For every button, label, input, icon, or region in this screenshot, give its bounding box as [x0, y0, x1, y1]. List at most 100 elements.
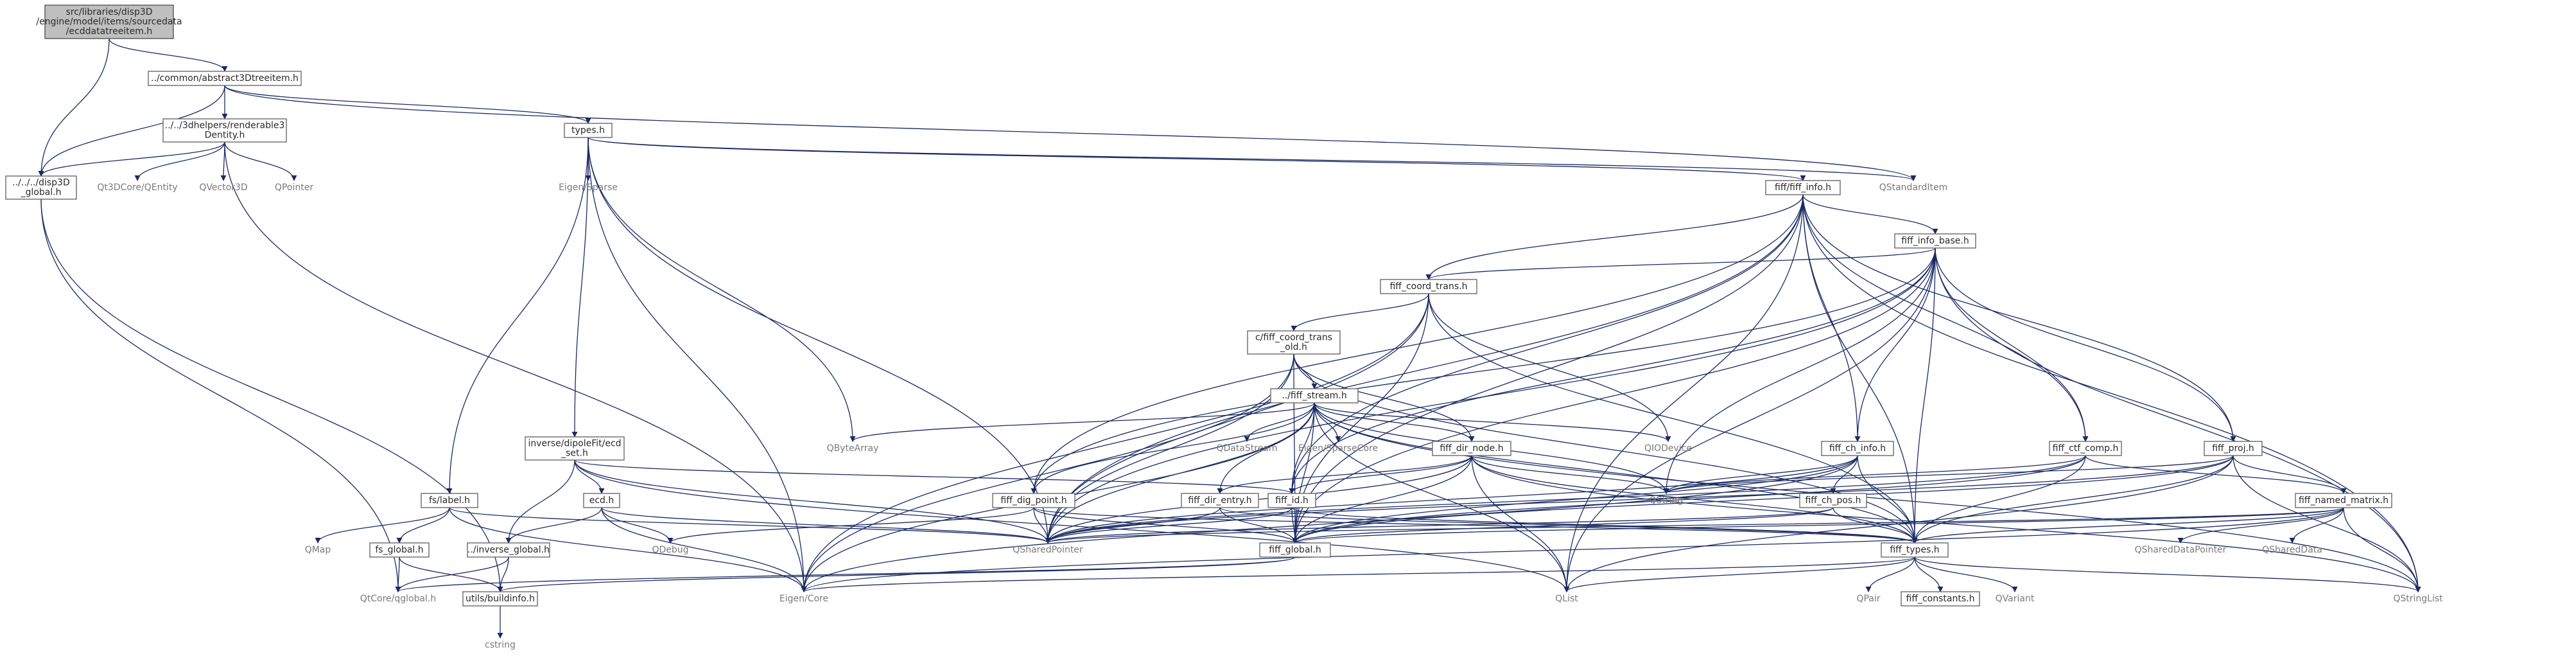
node-label: utils/buildinfo.h	[466, 594, 535, 604]
dependency-edge	[449, 507, 807, 592]
dependency-edge	[1244, 402, 1315, 442]
graph-node-qpair: QPair	[1856, 594, 1880, 604]
graph-node-proj[interactable]: fiff_proj.h	[2204, 441, 2263, 456]
dependency-edge	[396, 507, 450, 544]
graph-node-direntry[interactable]: fiff_dir_entry.h	[1181, 493, 1259, 508]
dependency-edge	[1428, 293, 1918, 544]
node-label: Eigen/SparseCore	[1298, 443, 1378, 454]
graph-node-ctf[interactable]: fiff_ctf_comp.h	[2049, 441, 2122, 456]
dependency-edge	[1663, 455, 2234, 494]
node-box	[992, 493, 1075, 508]
dependency-edge	[40, 199, 503, 592]
dependency-edge	[849, 402, 1315, 442]
dependency-edge	[574, 459, 1051, 544]
graph-node-types[interactable]: types.h	[564, 123, 613, 138]
node-label: Eigen/Sparse	[559, 182, 618, 193]
node-box	[162, 118, 287, 143]
dependency-edge	[1292, 507, 2344, 544]
node-box	[1799, 493, 1867, 508]
dependency-edge	[1292, 353, 1298, 544]
graph-node-coord[interactable]: fiff_coord_trans.h	[1380, 279, 1477, 294]
graph-node-fiffid[interactable]: fiff_id.h	[1267, 493, 1316, 508]
node-label: QPair	[1856, 594, 1880, 604]
graph-node-ecd[interactable]: ecd.h	[583, 493, 620, 508]
graph-node-abs[interactable]: ../common/abstract3Dtreeitem.h	[148, 71, 302, 86]
graph-node-build[interactable]: utils/buildinfo.h	[462, 591, 538, 607]
graph-node-root[interactable]: src/libraries/disp3D/engine/model/items/…	[36, 4, 182, 39]
node-label: QtCore/qglobal.h	[360, 594, 437, 604]
dependency-edge	[446, 137, 589, 494]
node-box	[1894, 233, 1976, 249]
dependency-edge	[224, 141, 297, 181]
node-label: fiff_global.h	[1269, 545, 1321, 555]
dependency-edge	[1914, 556, 2421, 592]
dependency-edge	[1045, 455, 2234, 544]
node-label: fs_global.h	[375, 545, 423, 555]
dependency-edge	[1219, 507, 1298, 544]
graph-node-invglobal[interactable]: ../inverse_global.h	[467, 542, 550, 558]
graph-node-fsglobal[interactable]: fs_global.h	[369, 542, 430, 558]
graph-node-fslabel[interactable]: fs/label.h	[421, 493, 478, 508]
dependency-edge	[1045, 455, 2086, 544]
graph-node-dirnode[interactable]: fiff_dir_node.h	[1432, 441, 1511, 456]
dependency-edge	[1292, 247, 1936, 544]
node-label: fiff_coord_trans.h	[1389, 281, 1467, 292]
node-box	[467, 542, 550, 558]
node-label: fiff_constants.h	[1906, 594, 1975, 604]
graph-node-named[interactable]: fiff_named_matrix.h	[2295, 493, 2392, 508]
dependency-edge	[1832, 507, 1918, 544]
dependency-edge	[1935, 247, 2421, 592]
graph-node-cold[interactable]: c/fiff_coord_trans_old.h	[1247, 330, 1341, 355]
dependency-edge	[587, 137, 1806, 181]
node-label: src/libraries/disp3D	[65, 7, 152, 17]
dependency-edge	[2177, 507, 2344, 544]
dependency-edge	[801, 556, 1915, 592]
graph-node-dglobal[interactable]: ../../../disp3D_global.h	[5, 175, 77, 200]
graph-node-fglobal[interactable]: fiff_global.h	[1259, 542, 1331, 558]
dependency-edge	[1914, 556, 1944, 592]
graph-node-stream[interactable]: ../fiff_stream.h	[1270, 388, 1359, 403]
dependency-edge	[1291, 293, 1429, 332]
node-label: QSharedPointer	[1013, 545, 1083, 555]
node-label: QDataStream	[1216, 443, 1277, 454]
graph-node-chinfo[interactable]: fiff_ch_info.h	[1821, 441, 1894, 456]
graph-node-chpos[interactable]: fiff_ch_pos.h	[1799, 493, 1867, 508]
dependency-edge	[1292, 402, 1315, 544]
dependency-edge	[395, 556, 401, 592]
dependency-edge	[224, 141, 807, 592]
dependency-edge	[1045, 507, 1221, 544]
graph-node-fconst[interactable]: fiff_constants.h	[1901, 591, 1980, 607]
node-box	[1765, 180, 1841, 195]
graph-node-info[interactable]: fiff/fiff_info.h	[1765, 180, 1841, 195]
graph-node-qstd: QStandardItem	[1879, 182, 1948, 193]
dependency-edge	[801, 455, 1858, 592]
node-label: ../inverse_global.h	[467, 545, 550, 555]
dependency-edge	[399, 556, 503, 592]
node-box	[1881, 542, 1949, 558]
dependency-edge	[1663, 247, 1936, 494]
node-label: QIODevice	[1644, 443, 1692, 454]
dependency-edge	[1314, 402, 1671, 442]
node-label: types.h	[571, 125, 605, 136]
dependency-edge	[1663, 455, 1858, 494]
dependency-edge	[1911, 247, 1936, 544]
node-label: fiff_dig_point.h	[1000, 495, 1066, 506]
node-box	[1380, 279, 1477, 294]
dependency-edge	[1471, 455, 2421, 592]
graph-node-qsp: QSharedPointer	[1013, 545, 1083, 555]
dependency-edge	[1045, 455, 1472, 544]
graph-node-qbyte: QByteArray	[827, 443, 879, 454]
dependency-edge	[1289, 455, 1472, 494]
node-label: fs/label.h	[429, 495, 470, 506]
graph-node-digpt[interactable]: fiff_dig_point.h	[992, 493, 1075, 508]
dependency-edge	[1854, 247, 1936, 442]
graph-node-qcore: QtCore/qglobal.h	[360, 594, 437, 604]
graph-node-inv[interactable]: inverse/dipoleFit/ecd_set.h	[525, 436, 625, 461]
graph-node-ftypes[interactable]: fiff_types.h	[1881, 542, 1949, 558]
graph-node-infobase[interactable]: fiff_info_base.h	[1894, 233, 1976, 249]
dependency-edge	[449, 507, 1051, 544]
node-label: fiff_info_base.h	[1901, 236, 1969, 246]
node-label: /ecddatatreeitem.h	[66, 26, 153, 37]
